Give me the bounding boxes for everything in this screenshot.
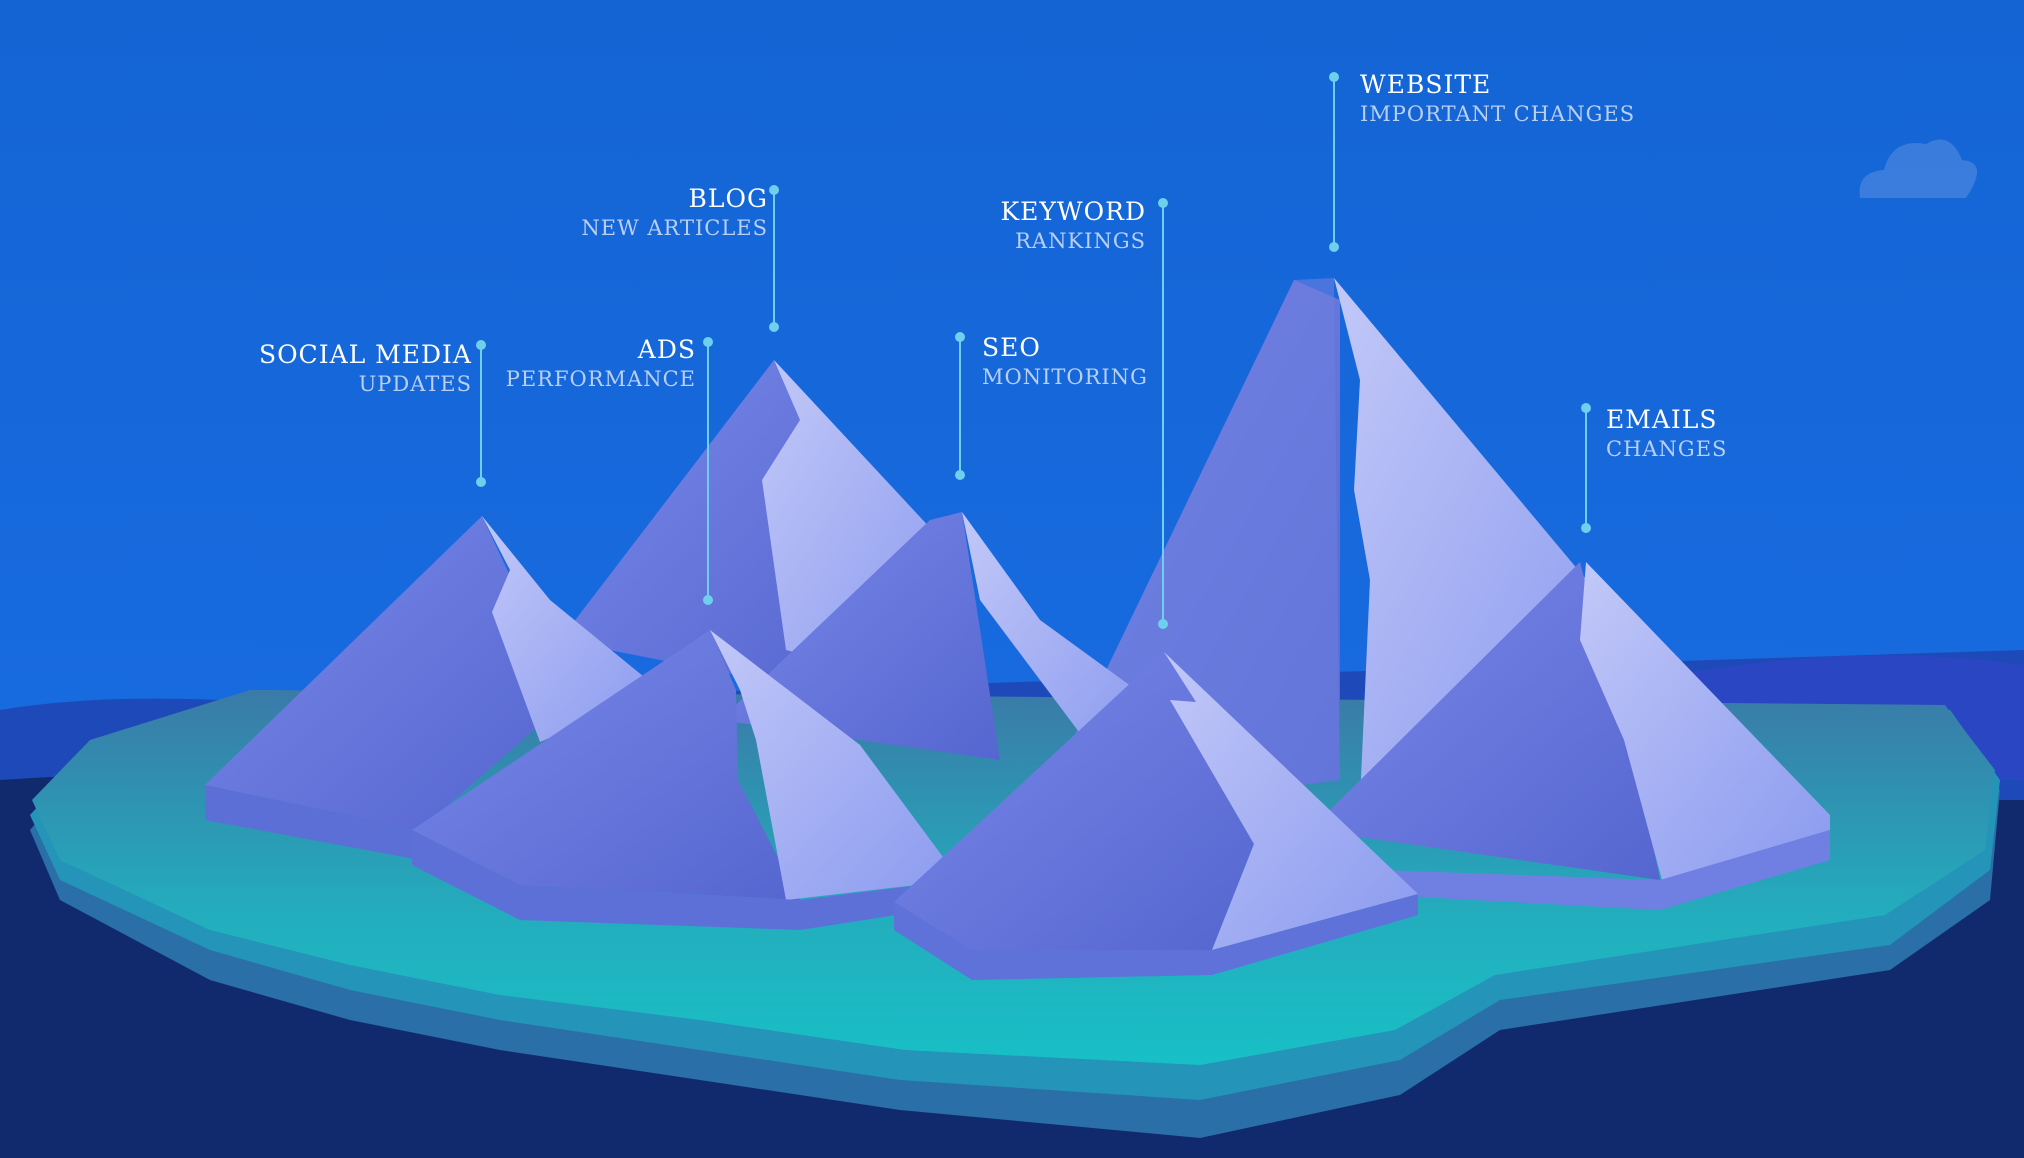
callout-subtitle: MONITORING xyxy=(982,365,1148,389)
callout-title: EMAILS xyxy=(1606,405,1718,434)
callout-subtitle: CHANGES xyxy=(1606,437,1728,461)
cloud-icon xyxy=(1859,139,1978,198)
callout-subtitle: IMPORTANT CHANGES xyxy=(1360,102,1636,126)
callout-title: WEBSITE xyxy=(1360,70,1492,99)
callout-title: KEYWORD xyxy=(1000,197,1146,226)
mountain-social xyxy=(205,516,660,860)
mountain-ads xyxy=(412,630,960,930)
mountain-emails xyxy=(1310,562,1830,910)
callout-ads: ADS PERFORMANCE xyxy=(506,335,696,393)
callout-subtitle: UPDATES xyxy=(358,372,472,396)
callout-website: WEBSITE IMPORTANT CHANGES xyxy=(1360,70,1635,128)
callout-subtitle: PERFORMANCE xyxy=(505,367,696,391)
callout-subtitle: RANKINGS xyxy=(1015,229,1146,253)
callout-blog: BLOG NEW ARTICLES xyxy=(581,184,768,242)
callout-social-media: SOCIAL MEDIA UPDATES xyxy=(259,340,472,398)
mountain-keyword xyxy=(894,652,1418,980)
callout-emails: EMAILS CHANGES xyxy=(1606,405,1727,463)
leader-lines xyxy=(476,72,1591,629)
callout-title: BLOG xyxy=(688,184,768,213)
callout-title: ADS xyxy=(637,335,696,364)
callout-keyword: KEYWORD RANKINGS xyxy=(1001,197,1147,255)
callout-title: SEO xyxy=(982,333,1041,362)
callout-subtitle: NEW ARTICLES xyxy=(581,216,768,240)
callout-title: SOCIAL MEDIA xyxy=(258,340,472,369)
callout-seo: SEO MONITORING xyxy=(982,333,1148,391)
